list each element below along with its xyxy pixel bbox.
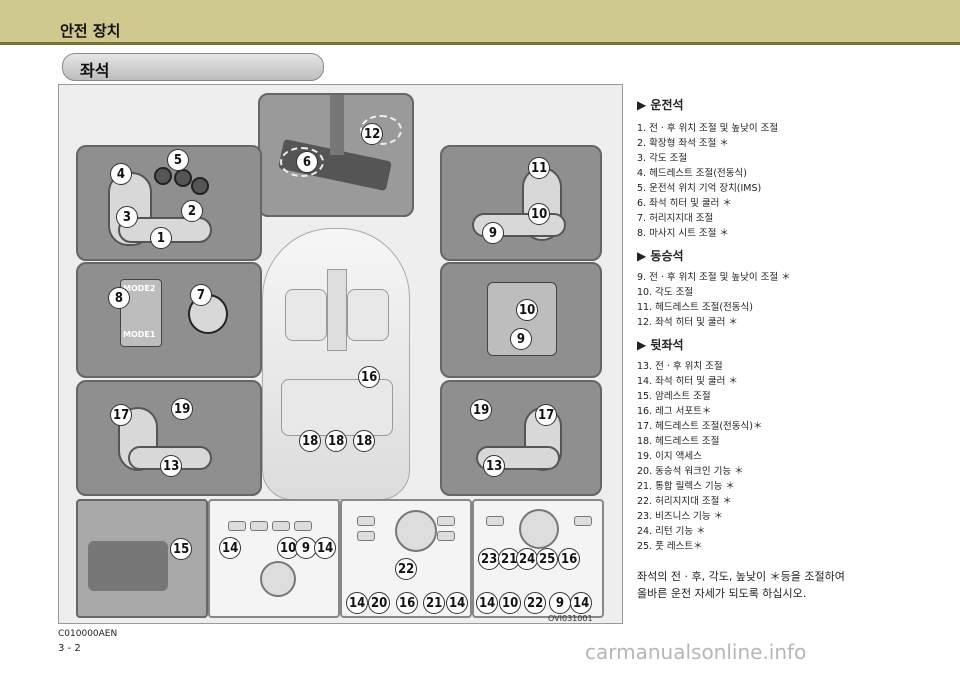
- callout: 21: [498, 548, 521, 570]
- callout: 9: [510, 328, 532, 350]
- header-bar: [0, 0, 960, 44]
- rear-right-seat-panel: [440, 380, 602, 496]
- callout: 9: [549, 592, 571, 614]
- callout: 10: [277, 537, 300, 559]
- callout: 14: [476, 592, 499, 614]
- legend-item: 15. 암레스트 조절: [637, 391, 711, 402]
- legend-item: 6. 좌석 히터 및 쿨러 ＊: [637, 198, 732, 209]
- callout: 8: [108, 287, 130, 309]
- driver-heading: ▶ 운전석: [637, 98, 684, 112]
- callout: 21: [423, 592, 446, 614]
- callout: 20: [368, 592, 391, 614]
- callout: 18: [353, 430, 376, 452]
- callout: 6: [296, 151, 318, 173]
- callout: 14: [446, 592, 469, 614]
- passenger-heading: ▶ 동승석: [637, 249, 684, 263]
- legend-item: 8. 마사지 시트 조절 ＊: [637, 228, 729, 239]
- callout: 4: [110, 163, 132, 185]
- legend-item: 11. 헤드레스트 조절(전동식): [637, 302, 753, 313]
- legend-item: 19. 이지 액세스: [637, 451, 702, 462]
- legend-item: 23. 비즈니스 기능 ＊: [637, 511, 724, 522]
- mode1-label: MODE1: [123, 330, 156, 339]
- callout: 16: [358, 366, 381, 388]
- callout: 17: [110, 404, 133, 426]
- document-code: C010000AEN: [58, 629, 118, 639]
- callout: 13: [483, 455, 506, 477]
- callout: 14: [314, 537, 337, 559]
- legend-item: 22. 허리지지대 조절 ＊: [637, 496, 732, 507]
- legend-item: 2. 확장형 좌석 조절 ＊: [637, 138, 729, 149]
- callout: 9: [295, 537, 317, 559]
- callout: 11: [528, 157, 551, 179]
- callout: 18: [299, 430, 322, 452]
- memory-panel: MODE2 MODE1: [76, 262, 262, 378]
- legend-item: 7. 허리지지대 조절: [637, 213, 714, 224]
- shift-panel: [258, 93, 414, 217]
- legend-item: 9. 전 · 후 위치 조절 및 높낮이 조절 ＊: [637, 272, 791, 283]
- callout: 12: [361, 123, 384, 145]
- page-number: 3 - 2: [58, 643, 81, 654]
- closing-note: 좌석의 전 · 후, 각도, 높낮이 ＊등을 조절하여 올바른 운전 자세가 되…: [637, 568, 927, 602]
- legend-item: 13. 전 · 후 위치 조절: [637, 361, 723, 372]
- passenger-seat-panel: [440, 145, 602, 261]
- callout: 14: [219, 537, 242, 559]
- callout: 10: [528, 203, 551, 225]
- passenger-heat-panel: [440, 262, 602, 378]
- legend-item: 17. 헤드레스트 조절(전동식)＊: [637, 421, 763, 432]
- section-pill: [62, 53, 324, 81]
- callout: 19: [470, 399, 493, 421]
- figure-code: OVI031001: [548, 614, 593, 623]
- callout: 17: [535, 404, 558, 426]
- page-header-title: 안전 장치: [60, 22, 121, 40]
- callout: 24: [516, 548, 539, 570]
- legend-item: 25. 풋 레스트＊: [637, 541, 703, 552]
- callout: 22: [524, 592, 547, 614]
- legend-column: ▶ 운전석 1. 전 · 후 위치 조절 및 높낮이 조절 2. 확장형 좌석 …: [637, 96, 927, 602]
- callout: 18: [325, 430, 348, 452]
- callout: 2: [181, 200, 203, 222]
- callout: 25: [536, 548, 559, 570]
- rear-console-panel: [76, 499, 208, 618]
- callout: 10: [516, 299, 539, 321]
- callout: 1: [150, 227, 172, 249]
- callout: 19: [171, 398, 194, 420]
- legend-item: 21. 통합 릴렉스 기능 ＊: [637, 481, 735, 492]
- callout: 9: [482, 222, 504, 244]
- callout: 22: [395, 558, 418, 580]
- watermark-text: carmanualsonline.info: [585, 640, 807, 664]
- callout: 13: [160, 455, 183, 477]
- closing-line-2: 올바른 운전 자세가 되도록 하십시오.: [637, 587, 807, 600]
- callout: 23: [478, 548, 501, 570]
- car-top-view: [262, 228, 410, 500]
- legend-item: 1. 전 · 후 위치 조절 및 높낮이 조절: [637, 123, 779, 134]
- legend-item: 18. 헤드레스트 조절: [637, 436, 720, 447]
- callout: 14: [570, 592, 593, 614]
- callout: 5: [167, 149, 189, 171]
- callout: 16: [558, 548, 581, 570]
- legend-item: 3. 각도 조절: [637, 153, 688, 164]
- legend-item: 24. 리턴 기능 ＊: [637, 526, 706, 537]
- callout: 16: [396, 592, 419, 614]
- callout: 14: [346, 592, 369, 614]
- legend-item: 20. 동승석 워크인 기능 ＊: [637, 466, 744, 477]
- callout: 3: [116, 206, 138, 228]
- rear-dial: [395, 510, 437, 552]
- callout: 15: [170, 538, 193, 560]
- callout: 7: [190, 284, 212, 306]
- legend-item: 14. 좌석 히터 및 쿨러 ＊: [637, 376, 738, 387]
- header-rule: [0, 42, 960, 45]
- callout: 10: [499, 592, 522, 614]
- mode2-label: MODE2: [123, 284, 156, 293]
- legend-item: 12. 좌석 히터 및 쿨러 ＊: [637, 317, 738, 328]
- legend-item: 5. 운전석 위치 기억 장치(IMS): [637, 183, 762, 194]
- section-title: 좌석: [80, 61, 110, 80]
- legend-item: 10. 각도 조절: [637, 287, 694, 298]
- rear-heading: ▶ 뒷좌석: [637, 338, 684, 352]
- rear-left-seat-panel: [76, 380, 262, 496]
- legend-item: 4. 헤드레스트 조절(전동식): [637, 168, 747, 179]
- legend-item: 16. 레그 서포트＊: [637, 406, 712, 417]
- closing-line-1: 좌석의 전 · 후, 각도, 높낮이 ＊등을 조절하여: [637, 570, 845, 583]
